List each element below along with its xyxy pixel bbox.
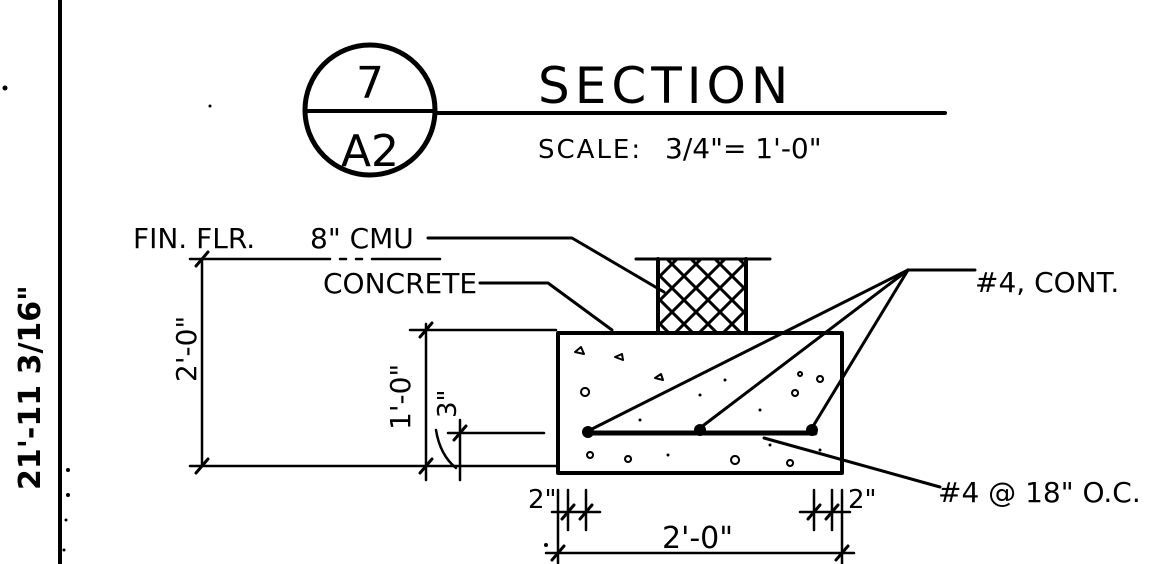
cover-bottom-text: 3" — [433, 389, 463, 418]
concrete-footing — [556, 331, 844, 475]
speck — [66, 468, 70, 472]
oc-rebar-label: #4 @ 18" O.C. — [938, 476, 1141, 509]
concrete-label: CONCRETE — [323, 267, 477, 300]
speck — [64, 518, 68, 522]
cmu-leader — [426, 236, 666, 294]
footing-height-dimension — [408, 321, 558, 482]
detail-number: 7 — [356, 58, 384, 109]
cover-right-dimension — [798, 488, 852, 532]
fin-flr-label: FIN. FLR. — [133, 222, 255, 255]
cont-rebar-label: #4, CONT. — [975, 266, 1119, 299]
overall-height-dimension — [188, 250, 558, 475]
speck — [66, 493, 70, 497]
footing-width-dimension — [544, 488, 856, 564]
speck — [62, 548, 66, 552]
scale-label: SCALE: — [538, 135, 642, 165]
cover-left-text: 2" — [528, 485, 557, 515]
cont-rebar-leaders — [588, 268, 977, 432]
cmu-label: 8" CMU — [310, 222, 414, 255]
section-title: SECTION — [538, 57, 793, 115]
detail-bubble: 7 A2 — [302, 42, 438, 178]
scale-value: 3/4"= 1'-0" — [665, 132, 822, 165]
footing-height-text: 1'-0" — [384, 364, 417, 430]
oc-rebar-leader — [762, 436, 942, 489]
sheet-number: A2 — [341, 126, 399, 177]
cover-bottom-dimension — [434, 418, 546, 482]
footing-width-text: 2'-0" — [662, 521, 733, 556]
speck — [208, 104, 212, 108]
concrete-leader — [478, 281, 614, 332]
cover-right-text: 2" — [848, 485, 877, 515]
cover-left-dimension — [550, 488, 602, 532]
speck — [2, 85, 8, 91]
cmu-wall — [634, 257, 772, 335]
overall-height-text: 2'-0" — [170, 316, 203, 382]
side-dimension-text: 21'-11 3/16" — [13, 285, 48, 490]
rebar-dot — [806, 424, 818, 436]
